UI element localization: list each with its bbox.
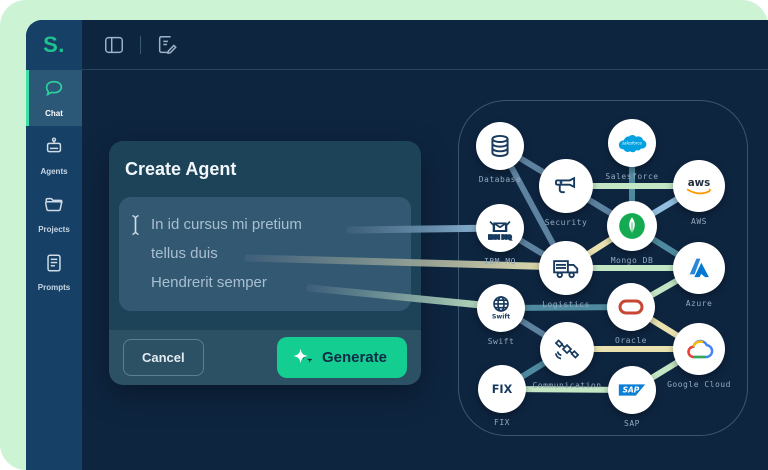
svg-text:IBM MQ: IBM MQ [488,235,512,241]
salesforce-icon: salesforce [617,130,647,156]
projects-icon [43,194,65,221]
prompt-line: tellus duis [151,245,218,262]
security-icon [551,171,581,201]
logo-text: S. [43,31,65,57]
azure-icon [685,254,713,282]
compose-icon[interactable] [155,33,179,57]
integration-node-label: SAP [624,419,640,428]
svg-text:SAP: SAP [623,386,640,395]
integration-node-azure[interactable]: Azure [673,242,725,308]
integration-node-label: Google Cloud [667,380,731,389]
integration-node-label: Logistics [542,300,590,309]
svg-text:aws: aws [688,177,711,189]
topbar: S. [26,20,768,70]
database-icon [487,133,513,159]
panel-toggle-icon[interactable] [102,33,126,57]
logistics-icon [551,253,581,283]
modal-title: Create Agent [125,159,237,179]
integration-node-oracle[interactable]: Oracle [607,283,655,345]
svg-text:Swift: Swift [492,314,510,321]
integration-node-label: Azure [685,299,713,308]
integration-node-label: Mongo DB [610,256,654,265]
oracle-icon [616,293,646,321]
fix-icon: FIX [487,377,517,401]
prompt-textarea[interactable]: In id cursus mi pretium tellus duis Hend… [119,197,411,311]
integration-node-label: AWS [691,217,707,226]
prompt-text: In id cursus mi pretium tellus duis Hend… [132,210,403,297]
sidebar-item-label: Chat [45,109,63,118]
sidebar-item-label: Agents [40,167,68,176]
integration-node-communication[interactable]: Communication [532,322,601,390]
svg-text:FIX: FIX [492,383,513,396]
create-agent-modal: Create Agent In id cursus mi pretium tel… [109,141,421,385]
integration-node-logistics[interactable]: Logistics [539,241,593,309]
chat-icon [43,78,65,105]
sparkle-icon [291,347,312,368]
cancel-button[interactable]: Cancel [123,339,204,376]
modal-footer: Cancel Generate [109,330,421,385]
integration-node-label: FIX [494,418,510,427]
sidebar-item-chat[interactable]: Chat [26,70,82,126]
googlecloud-icon [684,336,714,362]
integration-node-label: Database [478,175,522,184]
topbar-icons [102,33,179,57]
sidebar-item-label: Prompts [37,283,71,292]
svg-text:salesforce: salesforce [622,141,643,146]
topbar-divider [140,35,141,54]
sap-icon: SAP [616,378,648,402]
sidebar-item-projects[interactable]: Projects [26,186,82,242]
mongodb-icon [618,212,646,240]
aws-icon: aws [684,172,714,200]
integration-node-label: Oracle [615,336,647,345]
generate-button[interactable]: Generate [276,337,407,378]
integration-node-fix[interactable]: FIX FIX [478,365,526,427]
sidebar-item-label: Projects [38,225,70,234]
integration-node-database[interactable]: Database [476,122,524,184]
ibmmq-icon: IBM MQ [486,214,514,242]
communication-icon [552,334,582,364]
prompts-icon [43,252,65,279]
swift-icon: Swift [487,294,515,322]
text-cursor-icon [131,214,140,241]
integration-node-label: Communication [532,381,602,390]
agents-icon [43,136,65,163]
integration-node-label: IBM MQ [484,257,516,266]
sidebar-item-prompts[interactable]: Prompts [26,244,82,300]
integration-node-ibm-mq[interactable]: IBM MQ IBM MQ [476,204,524,266]
integration-node-label: Swift [487,337,515,346]
integration-node-google-cloud[interactable]: Google Cloud [667,323,730,389]
prompt-line: In id cursus mi pretium [151,216,302,233]
generate-label: Generate [321,349,387,366]
integration-node-label: Salesforce [605,172,659,181]
sidebar-item-agents[interactable]: Agents [26,128,82,184]
integration-node-security[interactable]: Security [539,159,593,227]
integration-node-label: Security [544,218,588,227]
integration-node-mongodb[interactable]: Mongo DB [607,201,657,265]
prompt-line: Hendrerit semper [151,274,267,291]
app-logo[interactable]: S. [26,20,82,70]
integration-node-sap[interactable]: SAP SAP [608,366,656,428]
